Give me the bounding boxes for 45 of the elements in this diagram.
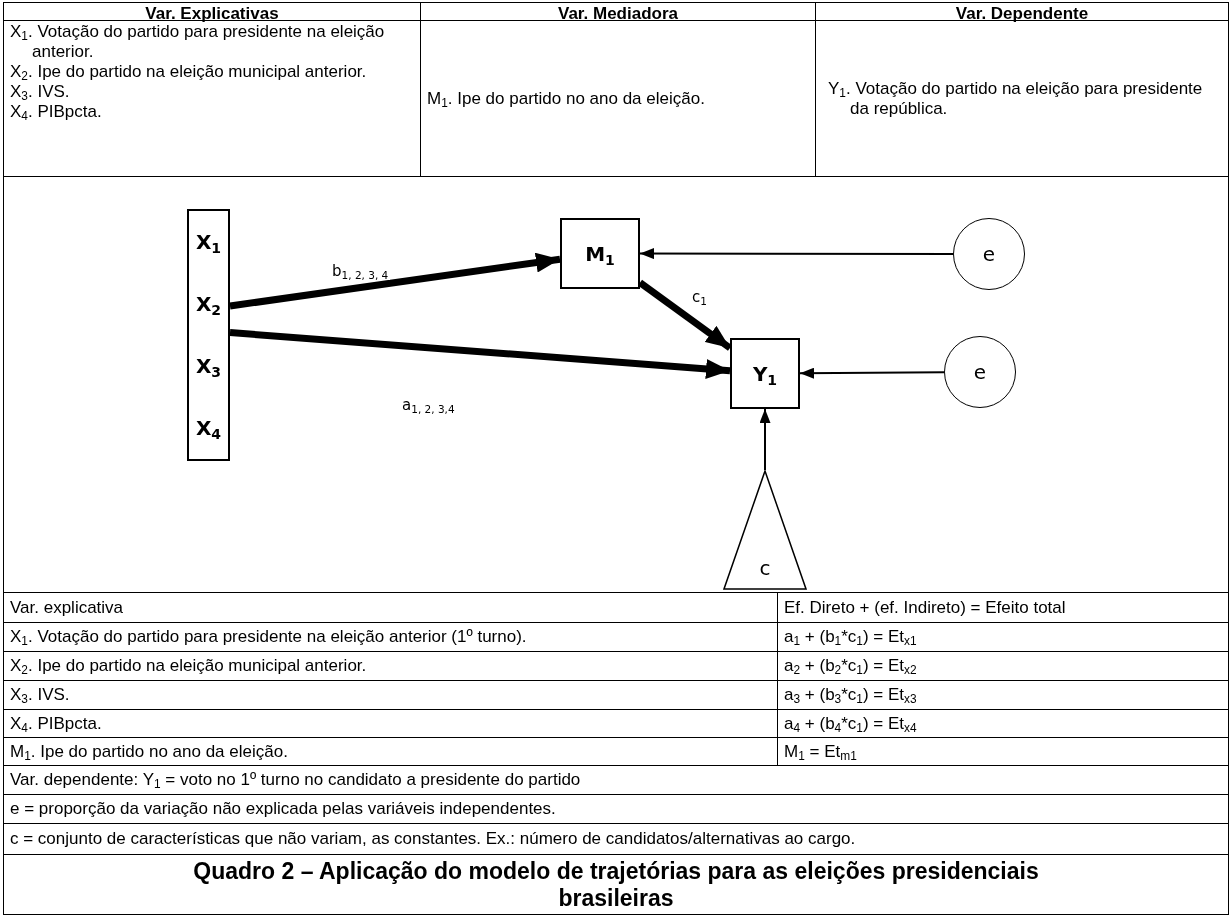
variable-label: X$_{4}$ [195,416,222,440]
table-text: Y$_{1}$. Votação do partido na eleição para presidente da república. [828,78,1204,119]
table-text: X$_{4}$. PIBpcta. [10,102,102,122]
table-text: X$_{1}$. Votação do partido para presidente na eleição anterior. [10,22,386,62]
formula: M$_{1}$ = Et$_{m1}$ [784,741,857,762]
arrow [759,408,771,471]
formula: a$_{2}$ + (b$_{2}$*c$_{1}$) = Et$_{x2}$ [784,656,917,676]
arrow [637,279,733,351]
arrow [799,367,945,379]
note-text: c = conjunto de características que não variam, as constantes. Ex.: número de candidatos/alternativas ao cargo. [10,829,856,849]
table-text: X$_{3}$. IVS. [10,685,70,705]
symbol-label: e [982,242,996,266]
formula: a$_{4}$ + (b$_{4}$*c$_{1}$) = Et$_{x4}$ [784,713,917,734]
symbol-label: e [973,360,987,384]
variable-label: X$_{1}$ [195,230,222,254]
table-text: M$_{1}$. Ipe do partido no ano da eleição. [427,88,705,109]
arrow [639,248,954,260]
variable-box [560,218,640,289]
caption: Quadro 2 – Aplicação do modelo de trajetórias para as eleições presidenciais brasileiras [192,857,1040,912]
table-text: Var. explicativa [10,597,124,618]
table-text: X$_{2}$. Ipe do partido na eleição municipal anterior. [10,656,367,676]
variable-label: X$_{2}$ [195,292,222,316]
variable-label: Y$_{1}$ [752,361,778,386]
table-text: X$_{1}$. Votação do partido para presidente na eleição anterior (1º turno). [10,627,527,647]
constant-triangle [723,470,807,590]
table-text: X$_{4}$. PIBpcta. [10,713,102,734]
note-text: e = proporção da variação não explicada pelas variáveis independentes. [10,799,556,819]
table-text: X$_{3}$. IVS. [10,82,70,102]
variable-box [187,209,230,461]
arrow [229,252,561,310]
symbol-label: c [759,556,771,580]
variable-box [730,338,800,409]
note-text: Var. dependente: Y$_{1}$ = voto no 1º turno no candidato a presidente do partido [10,770,581,790]
column-header: Var. Explicativas [145,4,279,24]
formula: a$_{3}$ + (b$_{3}$*c$_{1}$) = Et$_{x3}$ [784,685,917,705]
table-text: M$_{1}$. Ipe do partido no ano da eleição. [10,741,288,762]
column-header: Var. Dependente [955,4,1089,24]
table-text: X$_{2}$. Ipe do partido na eleição municipal anterior. [10,62,367,82]
table-text: Ef. Direto + (ef. Indireto) = Efeito total [784,597,1066,618]
arrow [229,329,731,379]
variable-label: M$_{1}$ [585,241,615,266]
variable-label: X$_{3}$ [195,354,222,378]
edge-label: b$_{1, 2, 3, 4}$ [330,262,391,280]
formula: a$_{1}$ + (b$_{1}$*c$_{1}$) = Et$_{x1}$ [784,627,917,647]
column-header: Var. Mediadora [558,4,678,24]
